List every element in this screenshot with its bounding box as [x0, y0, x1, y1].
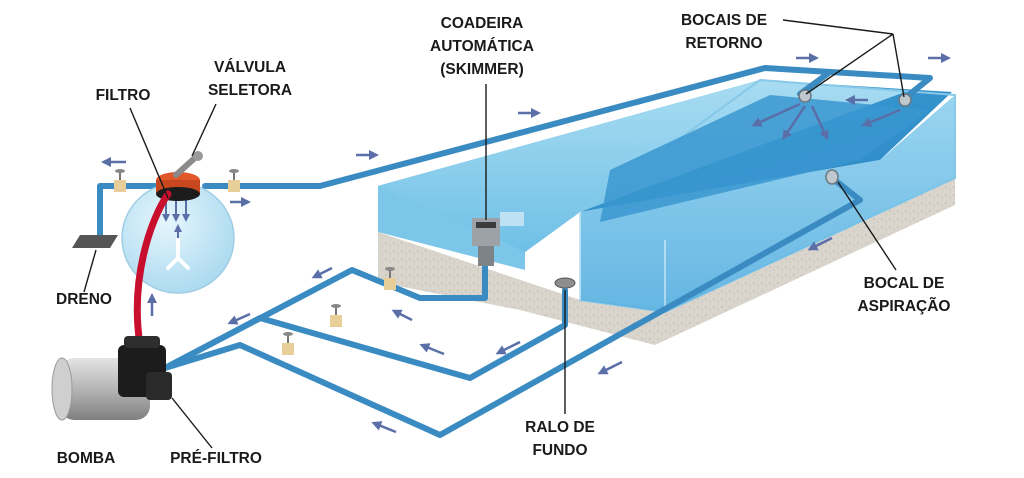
- pool-concrete-base: [378, 232, 665, 345]
- pipes: [97, 65, 933, 438]
- pump-hose: [133, 190, 172, 349]
- leader-lines: [83, 19, 905, 449]
- return-pipe: [202, 65, 933, 189]
- gate-valve-icon[interactable]: [282, 332, 294, 355]
- gate-valve-icon[interactable]: [384, 267, 396, 290]
- pool-deep-water: [600, 95, 930, 222]
- flow-arrow-icon: [495, 340, 521, 355]
- label-valvula-seletora: VÁLVULA: [214, 59, 286, 76]
- flow-arrow-icon: [807, 236, 833, 251]
- pool: [378, 78, 956, 345]
- flow-arrow-icon: [419, 343, 445, 356]
- return-nozzle-right[interactable]: [898, 93, 912, 107]
- label-coadeira: (SKIMMER): [440, 61, 524, 78]
- filter-laterals: [166, 238, 190, 270]
- gate-valve-icon[interactable]: [114, 169, 126, 192]
- selector-valve[interactable]: [156, 151, 203, 201]
- flow-arrow-icon: [597, 360, 623, 375]
- main-drain[interactable]: [554, 277, 576, 289]
- pipe-valves[interactable]: [282, 267, 396, 355]
- flow-arrow-icon: [810, 105, 829, 141]
- pool-front-wall: [580, 95, 955, 312]
- label-valvula-seletora: SELETORA: [208, 82, 292, 99]
- label-filtro: FILTRO: [96, 87, 151, 104]
- gate-valve-icon[interactable]: [228, 169, 240, 192]
- label-ralo-fundo: FUNDO: [532, 442, 587, 459]
- label-bocal-aspiracao: BOCAL DE: [864, 275, 945, 292]
- label-bocais-retorno: RETORNO: [685, 35, 762, 52]
- drain-icon: [72, 235, 118, 248]
- label-ralo-fundo: RALO DE: [525, 419, 595, 436]
- flow-arrow-icon: [311, 266, 333, 279]
- flow-arrow-icon: [782, 105, 807, 141]
- pump[interactable]: [51, 336, 172, 421]
- pool-concrete-base-right: [655, 178, 955, 345]
- label-bocal-aspiracao: ASPIRAÇÃO: [857, 297, 950, 315]
- filter-system: [72, 151, 240, 349]
- label-coadeira: AUTOMÁTICA: [430, 38, 534, 55]
- labels: COADEIRA AUTOMÁTICA (SKIMMER) BOCAIS DE …: [56, 12, 951, 467]
- flow-arrow-icon: [861, 108, 901, 127]
- drain-pipe: [97, 183, 158, 241]
- label-pre-filtro: PRÉ-FILTRO: [170, 450, 262, 467]
- skimmer[interactable]: [472, 212, 524, 266]
- flow-arrows: [101, 53, 951, 434]
- flow-arrow-icon: [391, 309, 413, 322]
- label-coadeira: COADEIRA: [441, 15, 524, 32]
- flow-arrow-icon: [751, 102, 801, 127]
- valve-handle-icon[interactable]: [173, 153, 200, 178]
- label-dreno: DRENO: [56, 291, 112, 308]
- flow-arrow-icon: [227, 312, 251, 325]
- aspiration-pipe: [162, 175, 863, 438]
- label-bomba: BOMBA: [57, 450, 116, 467]
- flow-arrow-icon: [371, 421, 397, 434]
- skimmer-pipe: [162, 245, 488, 371]
- pre-filter[interactable]: [118, 336, 172, 400]
- aspiration-nozzle[interactable]: [825, 169, 839, 185]
- gate-valve-icon[interactable]: [330, 304, 342, 327]
- pool-fittings: [472, 89, 912, 289]
- label-bocais-retorno: BOCAIS DE: [681, 12, 767, 29]
